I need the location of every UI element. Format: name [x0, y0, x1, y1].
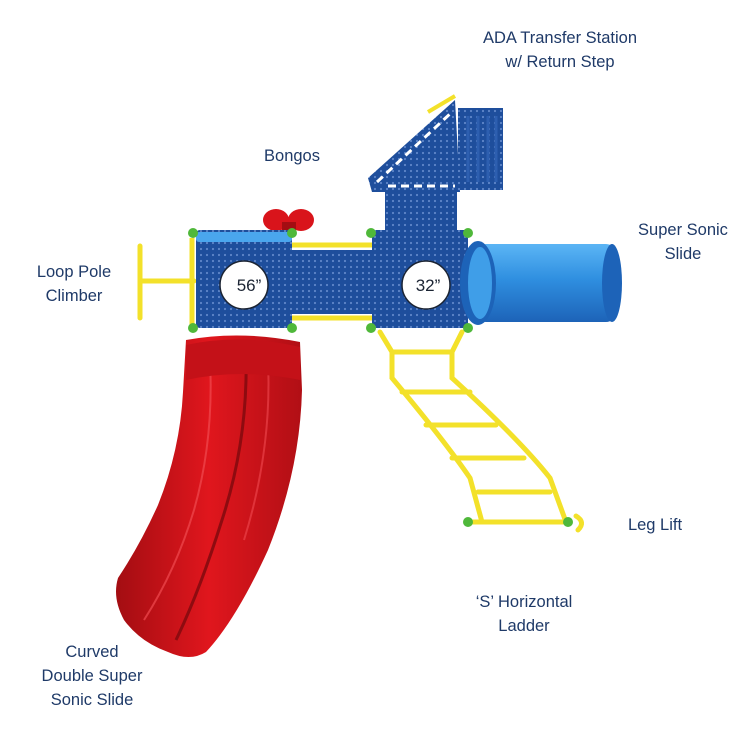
- deck-left: [196, 230, 292, 328]
- curved-double-super-sonic-slide: [116, 335, 302, 657]
- label-line: Double Super: [41, 667, 143, 685]
- label-line: Slide: [664, 245, 702, 263]
- label-line: Bongos: [264, 147, 320, 165]
- deck-right-height: 32”: [416, 276, 441, 295]
- label-ada-transfer-station: ADA Transfer Station w/ Return Step: [470, 26, 650, 74]
- deck-right: [372, 230, 468, 328]
- s-horizontal-ladder: [377, 329, 584, 533]
- label-line: Loop Pole: [36, 263, 112, 281]
- bongos: [263, 209, 314, 231]
- label-s-horizontal-ladder: ‘S’ Horizontal Ladder: [452, 590, 596, 638]
- label-curved-double-super-sonic-slide: Curved Double Super Sonic Slide: [26, 640, 158, 712]
- label-leg-lift: Leg Lift: [615, 513, 695, 537]
- label-loop-pole-climber: Loop Pole Climber: [22, 260, 126, 308]
- loop-pole-climber: [137, 238, 197, 330]
- label-super-sonic-slide: Super Sonic Slide: [628, 218, 738, 266]
- ada-transfer-station: [368, 94, 503, 230]
- deck-left-height: 56”: [237, 276, 262, 295]
- frame-clamps: [188, 228, 573, 527]
- label-bongos: Bongos: [247, 144, 337, 168]
- super-sonic-slide: [460, 241, 622, 325]
- label-line: Ladder: [498, 617, 550, 635]
- label-line: Leg Lift: [627, 516, 683, 534]
- bridge-walkway: [290, 250, 376, 314]
- label-line: Climber: [45, 287, 103, 305]
- deck-frame: [292, 242, 372, 321]
- label-line: ‘S’ Horizontal: [475, 593, 573, 611]
- label-line: ADA Transfer Station: [482, 29, 638, 47]
- label-line: Sonic Slide: [50, 691, 134, 709]
- label-line: Super Sonic: [638, 221, 728, 239]
- label-line: w/ Return Step: [505, 53, 615, 71]
- label-line: Curved: [65, 643, 119, 661]
